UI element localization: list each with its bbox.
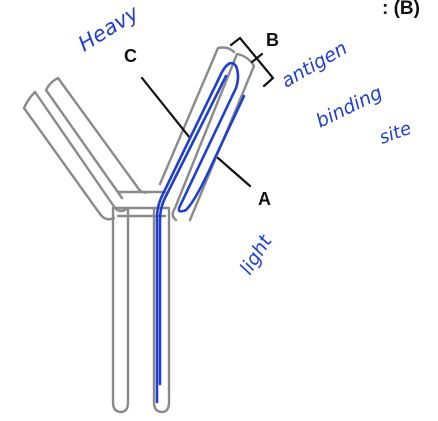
note-binding: binding — [313, 82, 386, 133]
label-c: C — [124, 46, 137, 66]
label-a: A — [258, 189, 271, 209]
stem-left — [113, 208, 128, 412]
note-antigen: antigen — [278, 37, 352, 92]
note-site: site — [377, 118, 415, 149]
antibody-outline — [24, 48, 254, 413]
note-light: light — [236, 230, 278, 279]
left-arm-outer — [24, 92, 128, 219]
leader-a — [218, 158, 250, 186]
label-b: B — [266, 30, 279, 50]
leader-c — [142, 78, 190, 138]
header-fragment: : (B) — [382, 0, 420, 19]
